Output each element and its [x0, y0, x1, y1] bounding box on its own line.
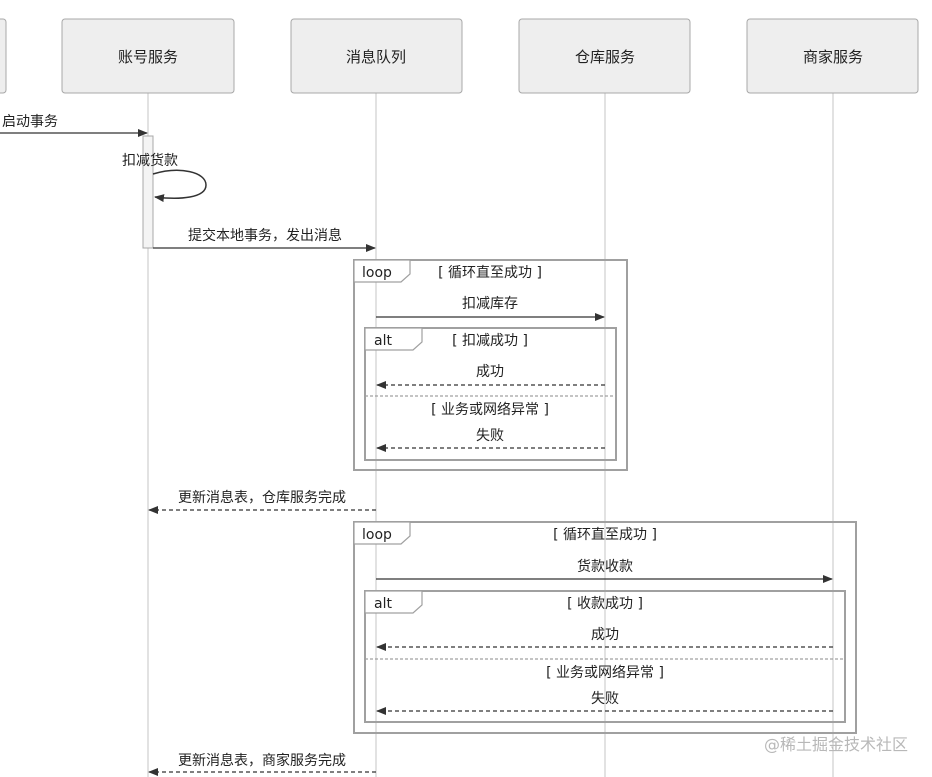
message-success-1-label: 成功: [476, 364, 504, 380]
message-deduct-payment-arrow: [152, 169, 207, 203]
loop-2-keyword: loop: [362, 527, 392, 543]
loop-2-guard: [ 循环直至成功 ]: [553, 526, 657, 543]
alt-2-guard: [ 收款成功 ]: [567, 596, 643, 612]
activation-bar-account: [142, 135, 154, 249]
message-deduct-stock-label: 扣减库存: [462, 296, 518, 312]
participant-warehouse-label: 仓库服务: [575, 48, 635, 66]
participant-account: 账号服务: [61, 18, 235, 94]
alt-2-else-guard: [ 业务或网络异常 ]: [546, 665, 664, 681]
participant-queue: 消息队列: [290, 18, 463, 94]
participant-merchant-label: 商家服务: [803, 48, 863, 66]
participant-queue-label: 消息队列: [346, 48, 406, 66]
alt-1-keyword: alt: [374, 333, 392, 349]
message-update-warehouse-label: 更新消息表，仓库服务完成: [178, 489, 346, 506]
alt-1-else-guard: [ 业务或网络异常 ]: [431, 402, 549, 418]
loop-fragment-1: loop [ 循环直至成功 ]: [353, 259, 628, 471]
loop-1-guard: [ 循环直至成功 ]: [438, 264, 542, 281]
loop-fragment-2: loop [ 循环直至成功 ]: [353, 521, 857, 734]
message-deduct-payment-label: 扣减货款: [122, 152, 178, 169]
message-start-label: 启动事务: [2, 114, 58, 130]
participant-warehouse: 仓库服务: [518, 18, 691, 94]
alt-1-guard: [ 扣减成功 ]: [452, 333, 528, 349]
message-success-2-label: 成功: [591, 627, 619, 643]
watermark: @稀土掘金技术社区: [764, 735, 908, 754]
message-fail-2-label: 失败: [591, 691, 619, 707]
message-update-merchant-label: 更新消息表，商家服务完成: [178, 752, 346, 769]
message-commit-send-label: 提交本地事务，发出消息: [188, 227, 342, 244]
participant-merchant: 商家服务: [746, 18, 919, 94]
participant-account-label: 账号服务: [118, 48, 178, 66]
alt-fragment-2: alt [ 收款成功 ] [ 业务或网络异常 ]: [364, 590, 846, 723]
message-fail-1-label: 失败: [476, 428, 504, 444]
alt-fragment-1: alt [ 扣减成功 ] [ 业务或网络异常 ]: [364, 327, 617, 461]
loop-1-keyword: loop: [362, 265, 392, 281]
participant-box-offscreen: [0, 18, 7, 94]
message-pay-collect-label: 货款收款: [577, 558, 633, 575]
alt-2-keyword: alt: [374, 596, 392, 612]
